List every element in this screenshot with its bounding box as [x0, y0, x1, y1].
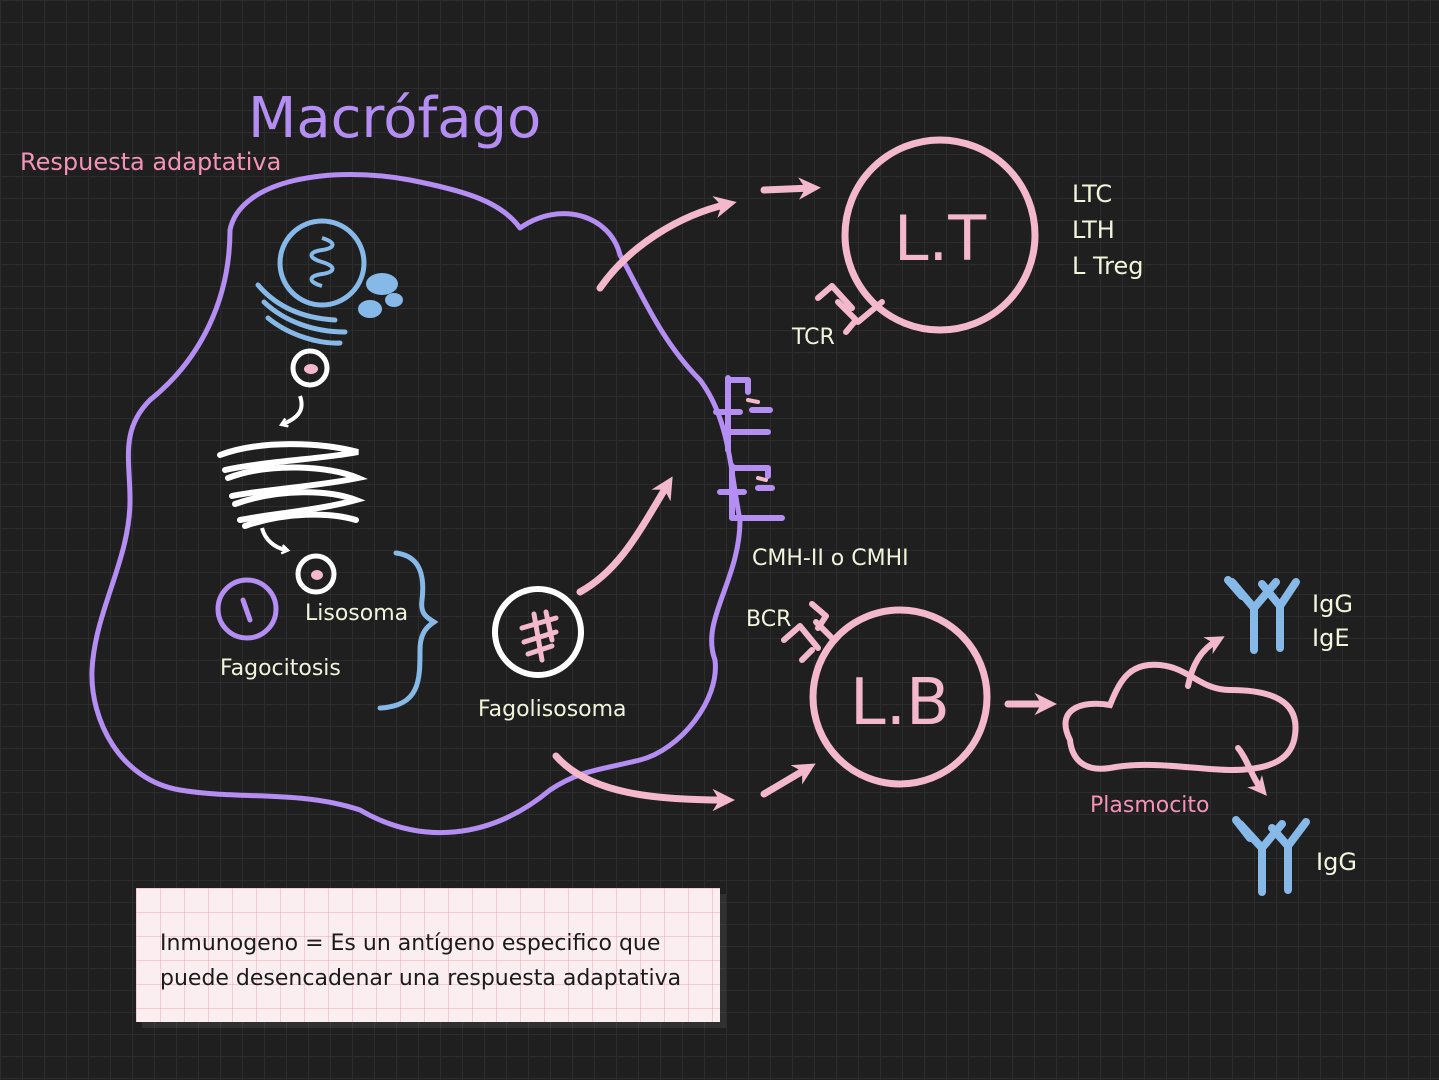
ribosome-blob: [366, 273, 398, 295]
tcr-label: TCR: [791, 325, 835, 350]
bracket: [377, 550, 439, 711]
mhc-receptors: [713, 375, 785, 521]
lt-cell-label: L.T: [894, 202, 987, 275]
note-line-2: puede desencadenar una respuesta adaptat…: [160, 966, 682, 991]
lisosoma-label: Lisosoma: [305, 601, 408, 626]
arrow-to-lb: [552, 752, 735, 812]
arrow-to-lt-2: [760, 177, 821, 200]
diagram-title: Macrófago: [248, 86, 541, 151]
nucleus: [277, 218, 367, 308]
diagram-subtitle: Respuesta adaptativa: [20, 148, 281, 176]
antibody-icon: [1224, 576, 1280, 654]
transport-arrow: [278, 395, 304, 428]
bcr-label: BCR: [746, 607, 791, 632]
antibody-label-ige: IgE: [1312, 624, 1349, 652]
arrow-to-antibody-bottom: [1235, 745, 1267, 796]
lt-type-2: LTH: [1072, 216, 1115, 244]
fagocitosis-label: Fagocitosis: [220, 656, 341, 681]
plasmocyte: [1062, 661, 1299, 774]
antibody-label-igg-bottom: IgG: [1316, 848, 1357, 876]
lysosome: [295, 553, 337, 595]
lb-cell: [809, 606, 991, 788]
phagosome: [215, 577, 279, 641]
arrow-to-mhc: [576, 476, 673, 596]
definition-note: Inmunogeno = Es un antígeno especifico q…: [136, 888, 720, 1022]
lt-cell: [841, 136, 1039, 334]
transport-arrow: [260, 527, 291, 555]
lt-type-3: L Treg: [1072, 252, 1143, 280]
degraded-antigen: [519, 609, 559, 663]
endoplasmic-reticulum: [265, 315, 343, 346]
lb-cell-label: L.B: [850, 666, 950, 740]
plasmocito-label: Plasmocito: [1090, 793, 1210, 818]
antibody-icon: [1258, 578, 1300, 652]
bcr-receptor: [781, 601, 837, 663]
endoplasmic-reticulum: [261, 299, 348, 335]
fagolisosoma-label: Fagolisosoma: [478, 697, 627, 722]
ribosome-blob: [358, 300, 382, 318]
tcr-receptor: [815, 283, 885, 335]
antigen-particle: [311, 570, 323, 580]
lt-type-1: LTC: [1072, 180, 1112, 208]
cmh-label: CMH-II o CMHI: [752, 546, 909, 571]
note-line-1: Inmunogeno = Es un antígeno especifico q…: [160, 931, 661, 956]
phagolysosome: [492, 586, 584, 678]
phagosome-antigen: [240, 597, 253, 623]
nucleus-dna: [309, 236, 335, 288]
arrow-to-lt: [596, 196, 737, 292]
antigen-particle: [304, 364, 318, 374]
vesicle: [290, 348, 330, 388]
ribosome-blob: [385, 293, 403, 307]
golgi-apparatus: [217, 441, 368, 529]
antibody-label-igg: IgG: [1312, 590, 1353, 618]
arrow-to-antibodies-top: [1185, 636, 1225, 689]
antibody-icon: [1232, 816, 1310, 896]
mhc-antigens: [746, 398, 768, 482]
macrophage-membrane: [89, 171, 743, 835]
arrow-to-lb-2: [760, 763, 816, 798]
endoplasmic-reticulum: [255, 282, 338, 323]
